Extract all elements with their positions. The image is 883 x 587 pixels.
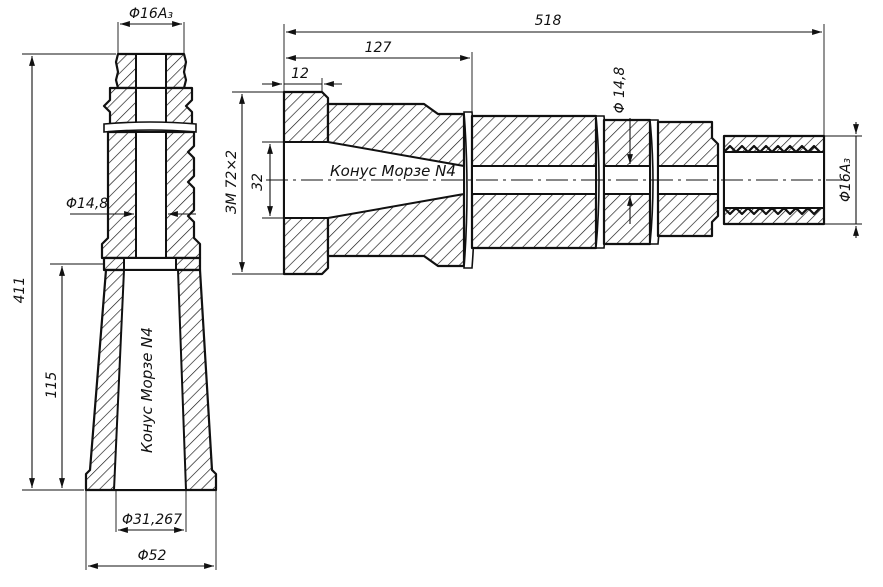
vertical-break-upper — [103, 121, 197, 133]
collar-width-label: 12 — [291, 66, 309, 82]
dim-taper-depth: 127 — [286, 40, 473, 112]
horizontal-view: 518 127 12 ЗМ 72×2 32 — [224, 13, 862, 276]
dim-taper-length: 115 — [44, 263, 104, 488]
base-diameter-label: Φ52 — [138, 548, 167, 564]
vertical-middle-body — [100, 130, 202, 260]
taper-horizontal-label: Конус Морзе N4 — [330, 162, 456, 180]
thread-spec-label: ЗМ 72×2 — [224, 150, 240, 214]
vertical-top-tip — [114, 52, 188, 90]
dim-collar-width: 12 — [262, 66, 342, 92]
taper-length-label: 115 — [44, 372, 60, 399]
total-length-horizontal-label: 518 — [535, 13, 562, 29]
horizontal-middle-section — [470, 114, 598, 250]
top-thread-vertical-label: Φ16A₃ — [129, 6, 173, 22]
dim-base-diameter: Φ52 — [85, 490, 217, 570]
taper-depth-label: 127 — [365, 40, 392, 56]
bore-vertical-label: Φ14,8 — [66, 196, 108, 212]
taper-vertical-label: Конус Морзе N4 — [138, 327, 156, 453]
dim-end-diameter: 32 — [250, 141, 284, 219]
total-length-vertical-label: 411 — [12, 277, 28, 304]
horizontal-grooved-section — [602, 118, 652, 246]
horizontal-step-section — [656, 120, 720, 238]
dim-top-thread-vertical: Φ16A₃ — [117, 6, 185, 54]
vertical-upper-body — [102, 86, 194, 126]
taper-small-diameter-label: Φ31,267 — [122, 512, 182, 528]
dim-taper-small-diameter: Φ31,267 — [115, 490, 187, 533]
thread-horizontal-label: Φ16A₃ — [838, 158, 854, 202]
vertical-collar — [102, 256, 202, 272]
end-diameter-label: 32 — [250, 173, 266, 191]
dim-total-length-horizontal: 518 — [283, 13, 825, 136]
vertical-view: 411 115 Φ16A₃ Φ14,8 Конус Морзе N4 — [12, 6, 218, 570]
dim-thread-horizontal: Φ16A₃ — [824, 122, 862, 238]
dim-total-length-vertical: 411 — [12, 53, 116, 491]
dim-thread-spec: ЗМ 72×2 — [224, 91, 284, 275]
bore-horizontal-label: Φ 14,8 — [612, 67, 628, 114]
dim-bore-vertical: Φ14,8 — [66, 196, 196, 217]
dim-bore-horizontal: Φ 14,8 — [612, 67, 633, 224]
